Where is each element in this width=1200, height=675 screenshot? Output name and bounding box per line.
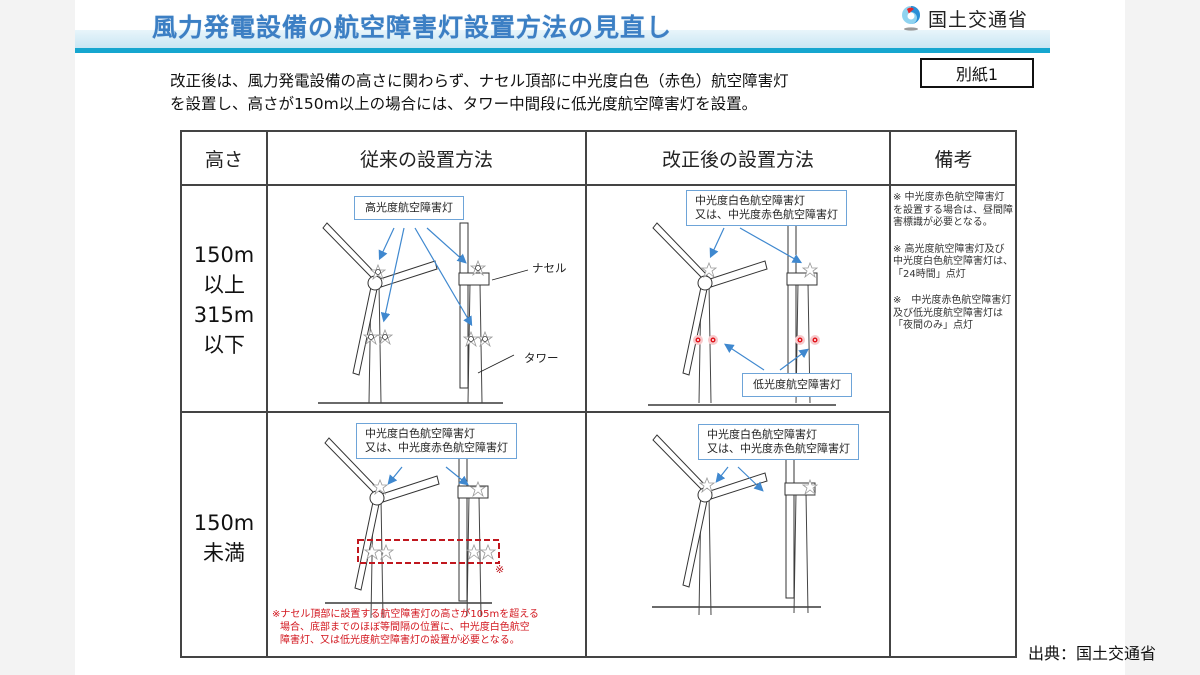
- intro-line-2: を設置し、高さが150m以上の場合には、タワー中間段に低光度航空障害灯を設置。: [170, 95, 758, 113]
- comparison-table: [180, 130, 1017, 658]
- footnote-line: ※ナセル頂部に設置する航空障害灯の高さが105mを超える: [272, 609, 539, 620]
- callout-low-intensity: 低光度航空障害灯: [742, 373, 852, 397]
- callout-line: 中光度白色航空障害灯: [695, 194, 805, 207]
- height-line: 315m: [193, 303, 255, 327]
- callout-line: 中光度白色航空障害灯: [707, 428, 817, 441]
- mlit-logo-icon: [900, 5, 922, 31]
- remark-item: ※ 中光度赤色航空障害灯を設置する場合は、昼間障害標識が必要となる。: [893, 192, 1013, 228]
- intro-text: 改正後は、風力発電設備の高さに関わらず、ナセル頂部に中光度白色（赤色）航空障害灯…: [170, 70, 789, 116]
- remark-item: ※ 中光度赤色航空障害灯及び低光度航空障害灯は「夜間のみ」点灯: [893, 295, 1012, 331]
- col-divider-3: [889, 130, 891, 658]
- height-line: 150m: [193, 243, 255, 267]
- callout-line: 中光度白色航空障害灯: [365, 427, 475, 440]
- remark-item: ※ 高光度航空障害灯及び中光度白色航空障害灯は、「24時間」点灯: [893, 243, 1013, 280]
- source-credit: 出典：国土交通省: [1028, 644, 1157, 663]
- col-divider-1: [266, 130, 268, 658]
- slide: [75, 0, 1125, 675]
- header-after: 改正後の設置方法: [661, 149, 814, 171]
- callout-medium-intensity: 中光度白色航空障害灯 又は、中光度赤色航空障害灯: [698, 424, 859, 460]
- label-tower: タワー: [524, 351, 559, 365]
- red-footnote: ※ナセル頂部に設置する航空障害灯の高さが105mを超える 場合、底部までのほぼ等…: [272, 608, 539, 647]
- callout-medium-intensity: 中光度白色航空障害灯 又は、中光度赤色航空障害灯: [686, 190, 847, 226]
- header-row-divider: [180, 184, 1017, 186]
- height-line: 150m: [193, 511, 255, 535]
- page-title: 風力発電設備の航空障害灯設置方法の見直し: [152, 13, 673, 42]
- header-remarks: 備考: [934, 149, 973, 171]
- callout-line: 又は、中光度赤色航空障害灯: [365, 441, 508, 454]
- height-label-150-315: 150m 以上 315m 以下: [182, 240, 266, 360]
- header-before: 従来の設置方法: [359, 149, 493, 171]
- callout-medium-intensity: 中光度白色航空障害灯 又は、中光度赤色航空障害灯: [356, 423, 517, 459]
- attachment-label: 別紙1: [920, 58, 1034, 88]
- note-mark: ※: [495, 563, 505, 576]
- height-line: 以下: [203, 333, 245, 357]
- col-divider-2: [585, 130, 587, 658]
- intro-line-1: 改正後は、風力発電設備の高さに関わらず、ナセル頂部に中光度白色（赤色）航空障害灯: [170, 72, 789, 90]
- footnote-line: 場合、底部までのほぼ等間隔の位置に、中光度白色航空: [280, 622, 530, 633]
- callout-line: 又は、中光度赤色航空障害灯: [707, 442, 850, 455]
- header-height: 高さ: [204, 149, 243, 171]
- height-line: 未満: [203, 541, 245, 565]
- logo-text: 国土交通省: [928, 8, 1029, 31]
- footnote-line: 障害灯、又は低光度航空障害灯の設置が必要となる。: [280, 635, 520, 646]
- remarks-column: ※ 中光度赤色航空障害灯を設置する場合は、昼間障害標識が必要となる。 ※ 高光度…: [893, 192, 1013, 347]
- mlit-logo: 国土交通省: [900, 4, 1028, 32]
- callout-high-intensity: 高光度航空障害灯: [354, 196, 464, 220]
- callout-line: 又は、中光度赤色航空障害灯: [695, 208, 838, 221]
- row-divider: [180, 411, 890, 413]
- height-line: 以上: [203, 273, 245, 297]
- title-underline: [75, 48, 1050, 53]
- height-label-under-150: 150m 未満: [182, 508, 266, 568]
- title-band: [75, 30, 1050, 48]
- label-nacelle: ナセル: [532, 261, 567, 275]
